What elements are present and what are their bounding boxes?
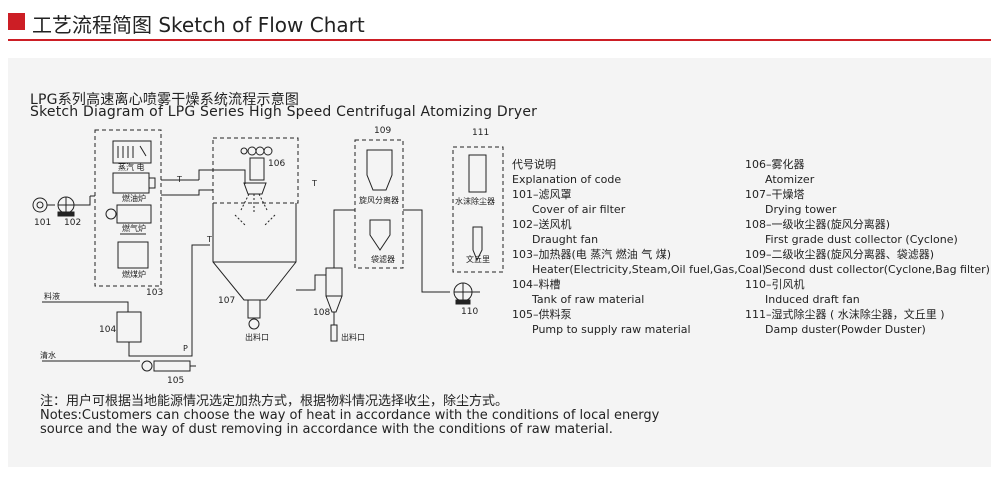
legend-item-en: Heater(Electricity,Steam,Oil fuel,Gas,Co… [532, 263, 767, 276]
legend-item-en: Second dust collector(Cyclone,Bag filter… [765, 263, 990, 276]
label-cyclone: 旋风分离器 [359, 196, 399, 205]
legend-right: 106–雾化器 Atomizer 107–干燥塔 Drying tower 10… [745, 157, 990, 337]
legend-item-en: Tank of raw material [532, 293, 645, 306]
legend-item-cn: 104–料槽 [512, 278, 561, 291]
label-water-film-duster: 水沫除尘器 [455, 197, 495, 206]
legend-item-en: Pump to supply raw material [532, 323, 691, 336]
legend-item-cn: 105–供料泵 [512, 308, 572, 321]
label-feed-liquid: 料液 [44, 292, 60, 301]
label-102: 102 [64, 218, 82, 228]
legend-item-cn: 108–一级收尘器(旋风分离器) [745, 218, 891, 231]
diagram-title-en: Sketch Diagram of LPG Series High Speed … [30, 104, 538, 120]
second-collector-group [354, 139, 404, 269]
legend-item-cn: 107–干燥塔 [745, 188, 805, 201]
label-108: 108 [313, 308, 331, 318]
label-110: 110 [461, 307, 479, 317]
air-filter-cover [32, 197, 55, 213]
label-107: 107 [218, 296, 236, 306]
notes-en-line1: Notes:Customers can choose the way of he… [40, 408, 660, 423]
notes-cn: 注：用户可根据当地能源情况选定加热方式，根据物料情况选择收尘，除尘方式。 [40, 394, 509, 409]
label-pressure: P [183, 344, 188, 353]
header-underline [8, 39, 991, 41]
label-103: 103 [146, 288, 164, 298]
notes-block: 注：用户可根据当地能源情况选定加热方式，根据物料情况选择收尘，除尘方式。 Not… [40, 395, 659, 437]
drying-tower [212, 137, 299, 330]
label-106: 106 [268, 159, 286, 169]
first-cyclone [325, 267, 343, 342]
label-outlet-cyclone: 出料口 [341, 333, 365, 342]
section-header: 工艺流程简图 Sketch of Flow Chart [0, 0, 999, 44]
label-temp-tower: T [207, 235, 212, 244]
label-oil-furnace: 燃油炉 [122, 194, 146, 203]
legend-item-en: Cover of air filter [532, 203, 626, 216]
legend-item-en: Drying tower [765, 203, 837, 216]
legend-item-cn: 102–送风机 [512, 218, 572, 231]
legend-item-cn: 101–滤风罩 [512, 188, 572, 201]
header-red-square [8, 13, 25, 30]
label-101: 101 [34, 218, 52, 228]
wet-duster-group [452, 146, 504, 273]
section-title: 工艺流程简图 Sketch of Flow Chart [32, 13, 365, 37]
diagram-panel [8, 58, 991, 467]
legend-item-en: Atomizer [765, 173, 815, 186]
label-temp-inlet: T [177, 175, 182, 184]
label-clean-water: 清水 [40, 351, 56, 360]
label-109: 109 [374, 126, 392, 136]
label-steam-electric: 蒸汽 电 [118, 163, 145, 172]
legend-item-cn: 111–湿式除尘器 ( 水沫除尘器，文丘里 ) [745, 308, 945, 321]
draught-fan [57, 196, 91, 217]
label-temp-outlet: T [312, 179, 317, 188]
label-gas-furnace: 燃气炉 [122, 224, 146, 233]
label-104: 104 [99, 325, 117, 335]
label-105: 105 [167, 376, 185, 386]
legend-item-cn: 110–引风机 [745, 278, 805, 291]
legend-item-en: Damp duster(Powder Duster) [765, 323, 926, 336]
label-111: 111 [472, 128, 490, 138]
legend-item-cn: 103–加热器(电 蒸汽 燃油 气 煤) [512, 248, 672, 261]
legend-item-en: Induced draft fan [765, 293, 860, 306]
feed-line [42, 244, 210, 372]
induced-draft-fan [453, 282, 480, 305]
label-venturi: 文丘里 [466, 255, 490, 264]
label-outlet-tower: 出料口 [245, 333, 269, 342]
diagram-title-cn: LPG系列高速离心喷雾干燥系统流程示意图 [30, 92, 300, 108]
legend-heading-cn: 代号说明 [512, 158, 556, 171]
label-coal-furnace: 燃煤炉 [122, 270, 146, 279]
label-bag-filter: 袋滤器 [371, 255, 395, 264]
legend-item-en: Draught fan [532, 233, 599, 246]
legend-item-en: First grade dust collector (Cyclone) [765, 233, 958, 246]
legend-item-cn: 109–二级收尘器(旋风分离器、袋滤器) [745, 248, 935, 261]
heater-group [94, 129, 162, 287]
legend-item-cn: 106–雾化器 [745, 158, 805, 171]
notes-en-line2: source and the way of dust removing in a… [40, 422, 613, 437]
legend-left: 代号说明 Explanation of code 101–滤风罩 Cover o… [512, 157, 766, 337]
atomizer [240, 146, 273, 181]
legend-heading-en: Explanation of code [512, 173, 622, 186]
